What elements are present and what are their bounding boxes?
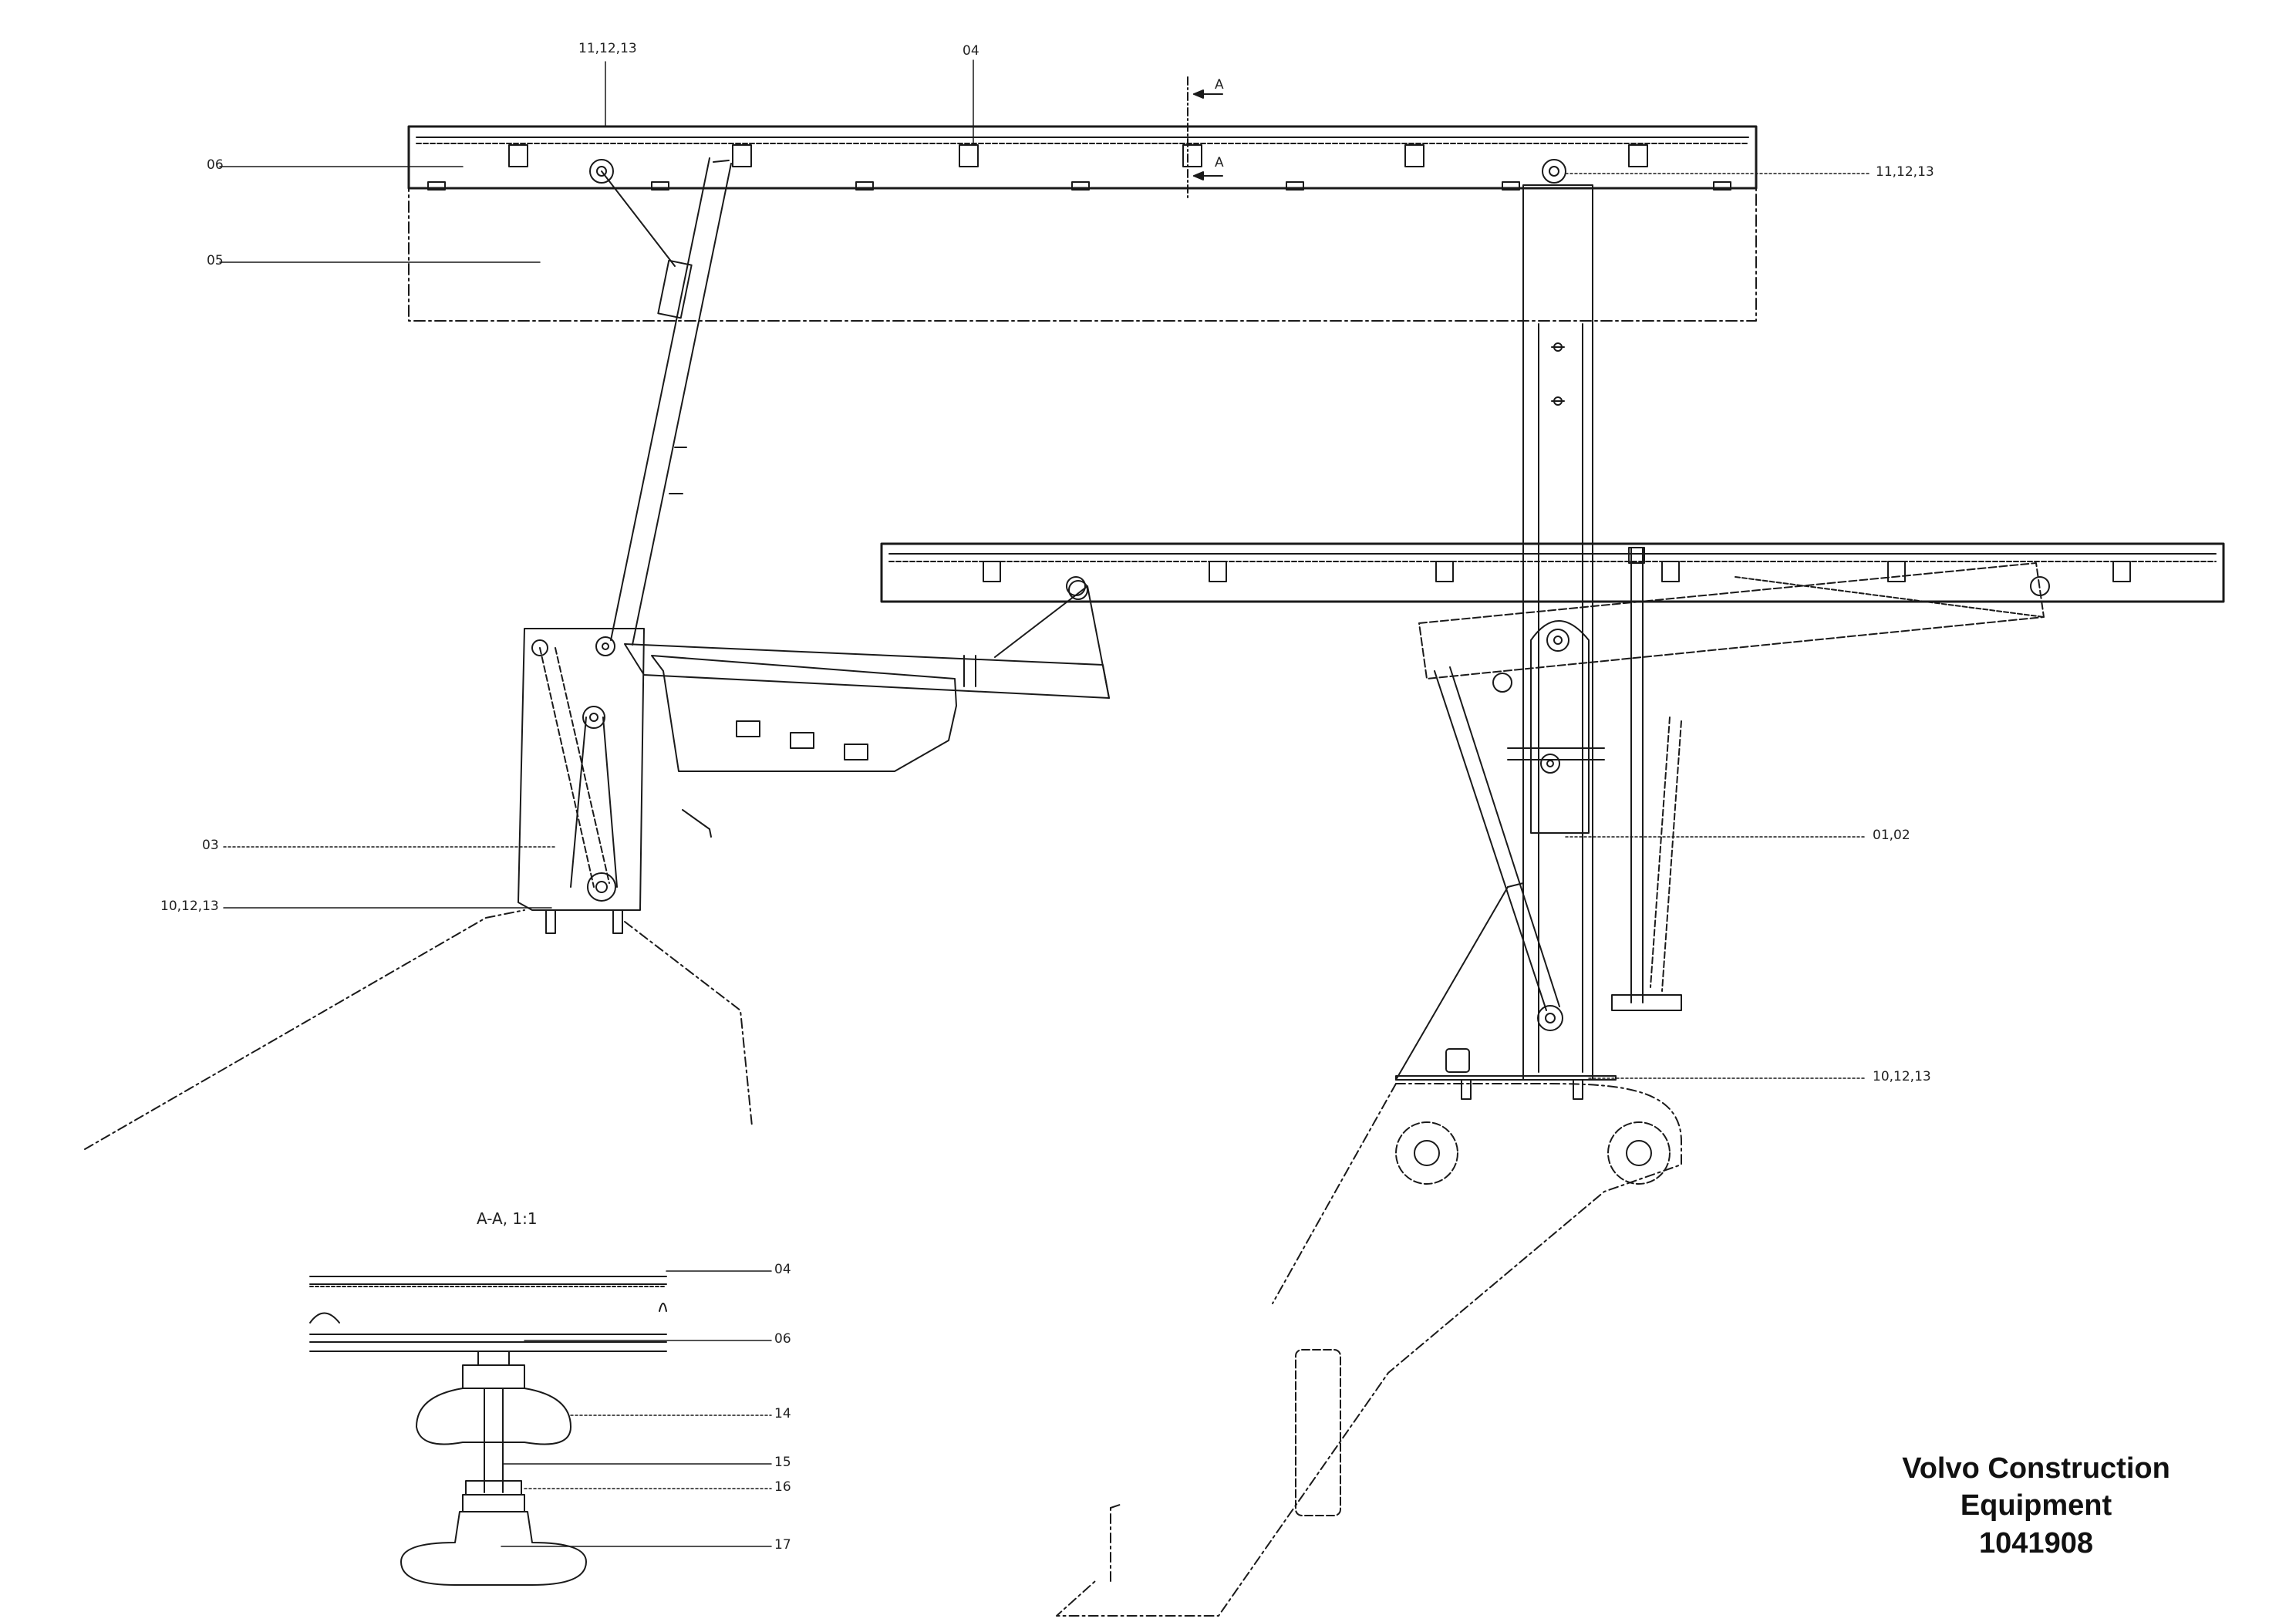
callout-05-left: 05: [207, 253, 224, 268]
title-block: Volvo Construction Equipment 1041908: [1851, 1450, 2221, 1562]
section-label-06: 06: [774, 1331, 791, 1347]
section-label-17: 17: [774, 1537, 791, 1553]
callout-03-left: 03: [202, 838, 219, 853]
section-view-title: A-A, 1:1: [477, 1209, 538, 1228]
callout-04-top: 04: [963, 43, 979, 59]
callout-leader-lines: [219, 59, 1871, 1547]
callout-06-left: 06: [207, 157, 224, 173]
upper-canopy-assembly: [407, 76, 1758, 322]
company-name-line1: Volvo Construction: [1902, 1452, 2170, 1485]
section-mark-a-lower: A: [1215, 155, 1224, 170]
right-upright-view: [880, 184, 2225, 1617]
section-a-a-detail: [309, 1276, 667, 1586]
company-name-line2: Equipment: [1960, 1489, 2112, 1523]
section-label-14: 14: [774, 1406, 791, 1421]
section-label-16: 16: [774, 1479, 791, 1495]
section-mark-a-upper: A: [1215, 77, 1224, 93]
left-folded-view: [84, 157, 1110, 1150]
section-label-15: 15: [774, 1455, 791, 1470]
callout-11-12-13-right: 11,12,13: [1876, 164, 1934, 180]
callout-11-12-13-top-left: 11,12,13: [578, 41, 637, 56]
part-number: 1041908: [1979, 1526, 2093, 1560]
callout-01-02-right: 01,02: [1873, 828, 1910, 843]
callout-10-12-13-left: 10,12,13: [160, 899, 219, 914]
section-label-04: 04: [774, 1262, 791, 1277]
callout-10-12-13-right: 10,12,13: [1873, 1069, 1931, 1084]
